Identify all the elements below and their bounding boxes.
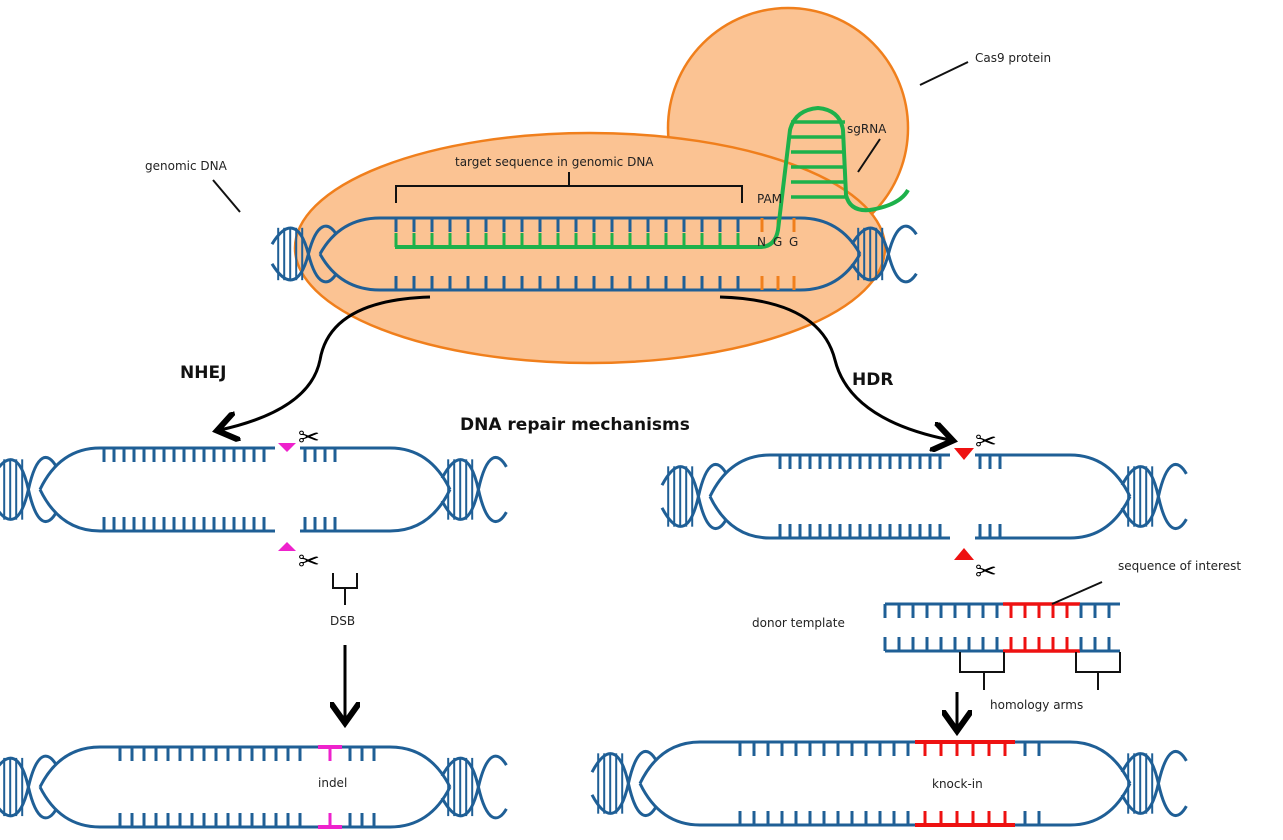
hdr-arrow bbox=[719, 295, 950, 440]
dsb-label: DSB bbox=[330, 614, 355, 628]
helix-strand bbox=[1120, 750, 1188, 815]
nhej-label: NHEJ bbox=[180, 363, 226, 383]
dna-strand-top bbox=[38, 446, 452, 491]
pam-n: N bbox=[757, 235, 766, 249]
dna-strand-top bbox=[318, 216, 862, 255]
helix-strand bbox=[660, 465, 728, 530]
genomic-dna-pointer bbox=[212, 179, 241, 213]
helix-strand bbox=[590, 752, 658, 817]
dna-strand-top bbox=[38, 745, 452, 788]
dna-strand-top bbox=[638, 740, 1132, 785]
nhej-dna bbox=[0, 446, 508, 533]
dna-strand-bottom bbox=[38, 786, 452, 829]
sgrna-stem bbox=[791, 120, 845, 199]
cut-triangle-bottom-hdr bbox=[954, 548, 974, 560]
helix-strand bbox=[1120, 463, 1188, 528]
cut-triangle-bottom-nhej bbox=[278, 542, 296, 551]
donor-template bbox=[883, 602, 1120, 653]
nhej-result-dna bbox=[0, 745, 508, 829]
dna-strand-bottom bbox=[638, 782, 1132, 827]
scissors-icon: ✂ bbox=[298, 547, 320, 577]
genomic-dna-top bbox=[270, 216, 918, 292]
helix-strand bbox=[1120, 465, 1188, 530]
helix-strand bbox=[660, 463, 728, 528]
helix-strand bbox=[440, 456, 508, 521]
helix-strand bbox=[440, 458, 508, 523]
dna-strand-bottom bbox=[318, 253, 862, 292]
pam-g1: G bbox=[773, 235, 782, 249]
sgrna-label: sgRNA bbox=[847, 122, 887, 136]
pam-g2: G bbox=[789, 235, 798, 249]
homology-bracket bbox=[959, 652, 1121, 690]
sgrna-pointer bbox=[857, 138, 881, 173]
target-label: target sequence in genomic DNA bbox=[455, 155, 654, 169]
homology-label: homology arms bbox=[990, 698, 1083, 712]
diagram-title: DNA repair mechanisms bbox=[460, 415, 690, 435]
helix-strand bbox=[0, 456, 58, 521]
cas9-label: Cas9 protein bbox=[975, 51, 1051, 65]
indel-label: indel bbox=[318, 776, 347, 790]
helix-strand bbox=[440, 756, 508, 820]
helix-strand bbox=[440, 754, 508, 818]
sgrna bbox=[395, 105, 910, 249]
dna-strand-bottom bbox=[38, 488, 452, 533]
genomic-dna-label: genomic DNA bbox=[145, 159, 228, 173]
scissors-icon: ✂ bbox=[975, 427, 997, 457]
hdr-dna bbox=[660, 453, 1188, 540]
soi-pointer bbox=[1051, 581, 1103, 605]
donor-label: donor template bbox=[752, 616, 845, 630]
scissors-icon: ✂ bbox=[975, 557, 997, 587]
nhej-arrow bbox=[220, 295, 431, 430]
knockin-label: knock-in bbox=[932, 777, 983, 791]
helix-strand bbox=[590, 750, 658, 815]
helix-strand bbox=[0, 754, 58, 818]
helix-strand bbox=[1120, 752, 1188, 817]
hdr-result-dna bbox=[590, 740, 1188, 827]
pam-label: PAM bbox=[757, 192, 782, 206]
target-bracket bbox=[395, 172, 743, 203]
hdr-label: HDR bbox=[852, 370, 893, 390]
soi-label: sequence of interest bbox=[1118, 559, 1241, 573]
dna-strand-top bbox=[708, 453, 1132, 498]
scissors-icon: ✂ bbox=[298, 423, 320, 453]
dna-strand-bottom bbox=[708, 495, 1132, 540]
cas9-pointer bbox=[919, 61, 969, 86]
dsb-bracket bbox=[332, 573, 358, 605]
cut-triangle-top-nhej bbox=[278, 443, 296, 452]
cut-triangle-top-hdr bbox=[954, 448, 974, 460]
